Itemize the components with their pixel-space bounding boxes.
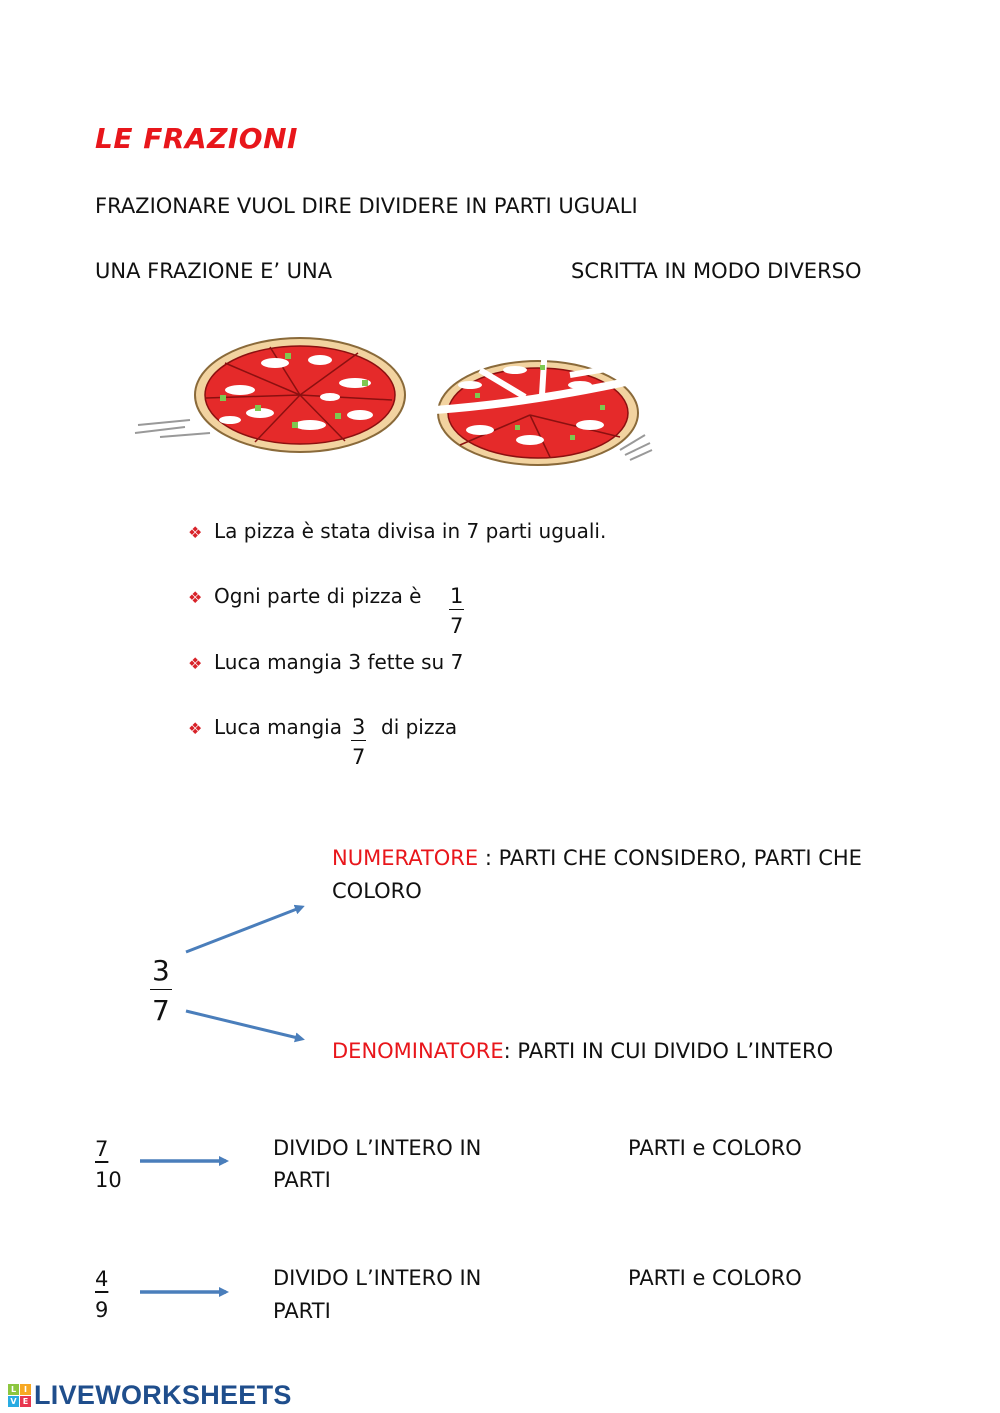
exercise-text-right: PARTI e COLORO bbox=[628, 1136, 802, 1160]
pizza-whole-image bbox=[134, 337, 406, 453]
liveworksheets-logo[interactable]: L I V E LIVEWORKSHEETS bbox=[8, 1380, 292, 1411]
arrow-to-numerator-icon bbox=[185, 904, 305, 954]
numerator-definition-cont: COLORO bbox=[332, 879, 422, 903]
exercise-text-cont: PARTI bbox=[273, 1299, 331, 1323]
intro-line-1: FRAZIONARE VUOL DIRE DIVIDERE IN PARTI U… bbox=[95, 194, 638, 218]
denominator-definition: DENOMINATORE: PARTI IN CUI DIVIDO L’INTE… bbox=[332, 1039, 834, 1063]
denominator-label: DENOMINATORE bbox=[332, 1039, 504, 1063]
numerator-label: NUMERATORE bbox=[332, 846, 479, 870]
bullet-item: ❖La pizza è stata divisa in 7 parti ugua… bbox=[188, 519, 607, 543]
exercise-text-cont: PARTI bbox=[273, 1168, 331, 1192]
fraction-three-sevenths: 3 7 bbox=[351, 715, 367, 769]
exercise-fraction: 4 9 bbox=[95, 1267, 109, 1322]
intro-line-2-left: UNA FRAZIONE E’ UNA bbox=[95, 259, 333, 283]
diamond-bullet-icon: ❖ bbox=[188, 523, 203, 542]
logo-text: LIVEWORKSHEETS bbox=[34, 1380, 292, 1410]
page-title: LE FRAZIONI bbox=[95, 122, 298, 155]
fraction-one-seventh: 1 7 bbox=[449, 584, 465, 638]
bullet-item: ❖Luca mangia bbox=[188, 715, 342, 739]
pizza-sliced-image bbox=[434, 344, 653, 466]
exercise-text: DIVIDO L’INTERO IN bbox=[273, 1266, 482, 1290]
bullet-item: ❖Ogni parte di pizza è bbox=[188, 584, 422, 608]
diamond-bullet-icon: ❖ bbox=[188, 588, 203, 607]
intro-line-2-right: SCRITTA IN MODO DIVERSO bbox=[571, 259, 862, 283]
pizza-illustration bbox=[134, 337, 653, 466]
exercise-text: DIVIDO L’INTERO IN bbox=[273, 1136, 482, 1160]
numerator-definition: NUMERATORE : PARTI CHE CONSIDERO, PARTI … bbox=[332, 846, 862, 870]
diamond-bullet-icon: ❖ bbox=[188, 719, 203, 738]
bullet-item: ❖Luca mangia 3 fette su 7 bbox=[188, 650, 464, 674]
exercise-text-right: PARTI e COLORO bbox=[628, 1266, 802, 1290]
arrow-to-denominator-icon bbox=[185, 1009, 305, 1043]
diamond-bullet-icon: ❖ bbox=[188, 654, 203, 673]
logo-blocks-icon: L I V E bbox=[8, 1384, 31, 1407]
example-fraction: 3 7 bbox=[150, 954, 172, 1027]
exercise-fraction: 7 10 bbox=[95, 1137, 122, 1192]
bullet-suffix: di pizza bbox=[381, 715, 458, 739]
